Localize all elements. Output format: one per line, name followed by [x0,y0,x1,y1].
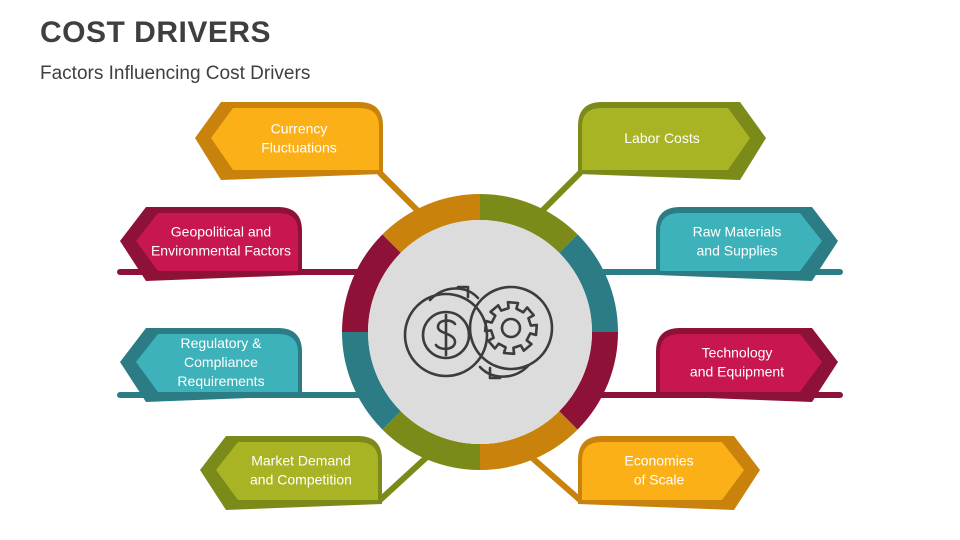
ring-segment-yellow-bottom-right [480,411,578,471]
factor-label-text: Currency [271,121,328,137]
label-shape [582,108,750,170]
factor-label-text: Compliance [184,354,258,370]
factor-label-text: and Supplies [697,243,778,259]
factor-label-text: of Scale [634,472,685,488]
hub-circle [368,220,592,444]
ring-segment-yellow-top-left [382,194,480,253]
factor-label-text: Environmental Factors [151,243,291,259]
factor-labor-costs: Labor Costs [578,102,766,180]
label-shape [211,108,379,170]
connector-labor [537,170,583,216]
factor-label-text: and Competition [250,472,352,488]
ring-segment-teal-right [559,234,618,332]
connector-currency [377,170,423,216]
factor-market-demand: Market Demand and Competition [200,436,382,510]
ring-segment-olive-top [480,194,578,253]
connector-market [377,453,431,503]
factor-label-text: Labor Costs [624,130,699,146]
factor-label-text: Fluctuations [261,140,336,156]
page-subtitle: Factors Influencing Cost Drivers [40,63,311,84]
factor-technology-equipment: Technology and Equipment [656,328,838,402]
page-title: COST DRIVERS [40,16,272,49]
ring-segment-olive-bottom [382,411,480,471]
factor-label-text: Regulatory & [181,335,263,351]
factor-label-text: Market Demand [251,453,351,469]
factor-label-text: Economies [624,453,693,469]
factor-label-text: Technology [702,345,773,361]
label-shape [660,213,822,271]
ring-segment-teal-left [342,332,401,430]
label-shape [660,334,822,392]
factor-label-text: Requirements [177,373,264,389]
factor-label-text: Geopolitical and [171,224,271,240]
ring-segment-crimson-right [559,332,618,430]
ring-segment-crimson-left [342,234,401,332]
factor-label-text: and Equipment [690,364,784,380]
dollar-gear-cycle-icon [403,285,554,380]
factor-label-text: Raw Materials [693,224,782,240]
label-shape [582,442,744,500]
label-shape [136,334,298,392]
factor-raw-materials: Raw Materials and Supplies [656,207,838,281]
hub-ring [342,194,618,471]
label-shape [216,442,378,500]
label-shape [136,213,298,271]
factor-economies-of-scale: Economies of Scale [578,436,760,510]
connector-economies [527,453,583,503]
